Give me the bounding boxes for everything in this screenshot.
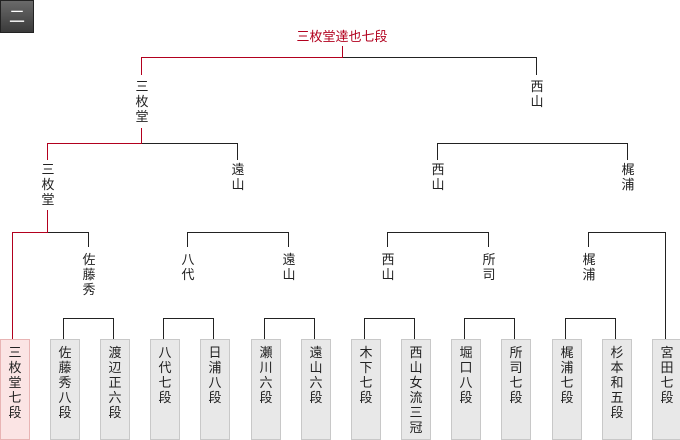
first-round-connector-6 [565,318,616,339]
player-name: 佐藤秀八段 [58,346,72,421]
player-name: 西山女流三冠 [409,346,423,436]
finalist-node: 西山 [527,80,547,110]
quarterfinal-connector-4 [588,232,666,339]
player-card: 瀬川六段 [251,339,281,440]
semifinal-connector-left [47,143,238,160]
quarterfinal-connector-3 [387,232,489,247]
quarterfinal-connector-1 [12,232,89,339]
player-card: 木下七段 [351,339,381,440]
player-card: 八代七段 [150,339,180,440]
quarterfinalist-node: 所司 [479,253,499,283]
player-name: 杉本和五段 [610,346,624,421]
quarterfinalist-node: 西山 [378,253,398,283]
finalist-node: 三枚堂 [132,80,152,125]
player-name: 八代七段 [158,346,172,406]
final-connector [141,57,537,75]
quarterfinalist-node: 佐藤秀 [79,253,99,298]
player-card: 三枚堂七段 [0,339,30,440]
player-name: 梶浦七段 [560,346,574,406]
player-name: 木下七段 [359,346,373,406]
quarterfinalist-node: 梶浦 [579,253,599,283]
semifinalist-node: 三枚堂 [38,163,58,208]
semifinalist-node: 西山 [428,163,448,193]
player-card: 梶浦七段 [552,339,582,440]
semifinal-connector-right [437,143,628,160]
winning-path-semifinal [47,128,142,160]
player-name: 日浦八段 [208,346,222,406]
quarterfinalist-node: 遠山 [279,253,299,283]
quarterfinal-connector-2 [187,232,289,247]
player-card: 渡辺正六段 [100,339,130,440]
player-name: 堀口八段 [459,346,473,406]
first-round-connector-1 [63,318,114,339]
champion-label: 三枚堂達也七段 [296,30,388,45]
semifinalist-node: 遠山 [228,163,248,193]
player-card: 堀口八段 [451,339,481,440]
player-card: 日浦八段 [200,339,230,440]
player-name: 瀬川六段 [259,346,273,406]
first-round-connector-2 [163,318,214,339]
player-card: 所司七段 [501,339,531,440]
player-name: 所司七段 [509,346,523,406]
player-card: 遠山六段 [301,339,331,440]
first-round-connector-4 [364,318,415,339]
semifinalist-node: 梶浦 [618,163,638,193]
player-card: 佐藤秀八段 [50,339,80,440]
player-card: 杉本和五段 [602,339,632,440]
first-round-connector-5 [464,318,515,339]
player-name: 三枚堂七段 [8,346,22,421]
winning-path-final [141,46,343,75]
winning-path-quarterfinal [12,210,48,339]
player-card: 宮田七段 [652,339,680,440]
player-name: 宮田七段 [660,346,674,406]
round-badge: 二 [0,0,34,33]
quarterfinalist-node: 八代 [178,253,198,283]
player-card: 西山女流三冠 [401,339,431,440]
first-round-connector-3 [264,318,315,339]
player-name: 遠山六段 [309,346,323,406]
player-name: 渡辺正六段 [108,346,122,421]
